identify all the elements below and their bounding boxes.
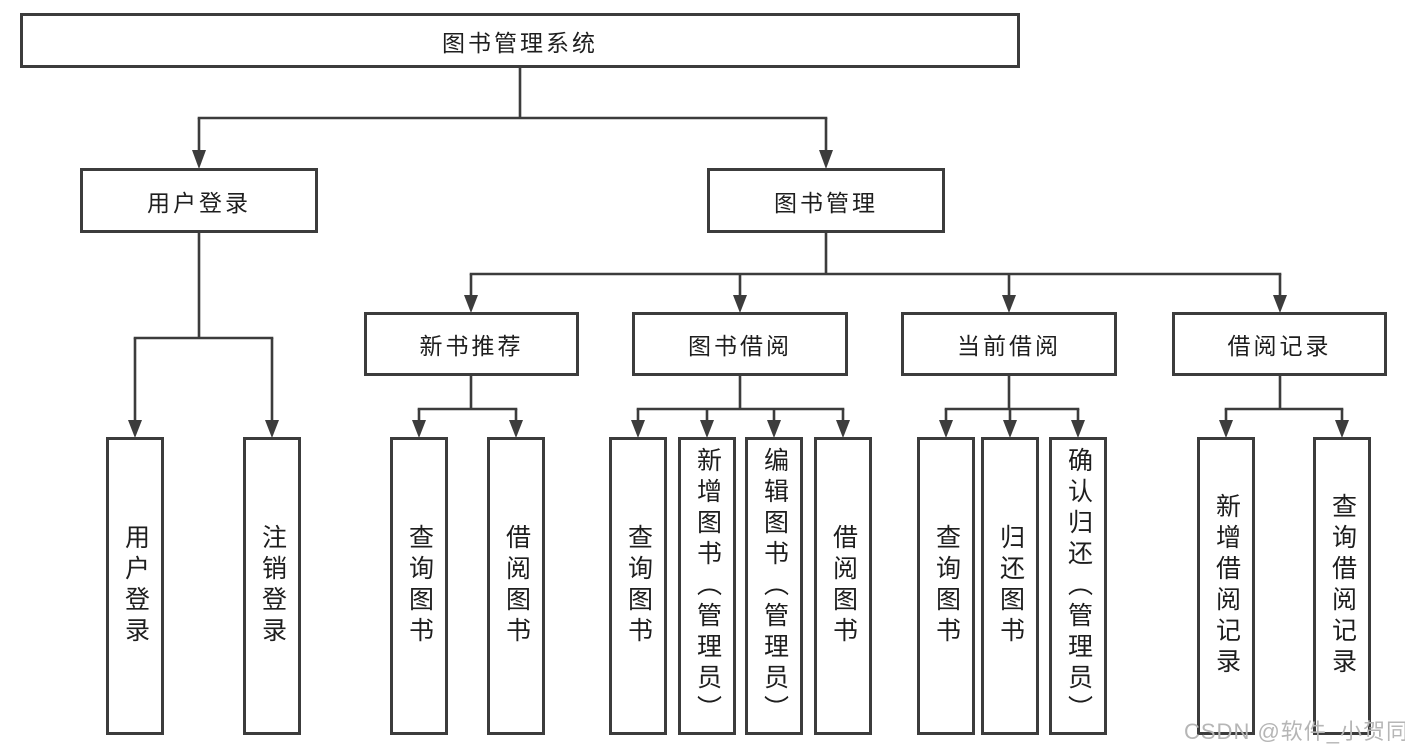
leaf-borrow-books-recommend: 借阅图书	[487, 437, 545, 735]
node-root: 图书管理系统	[20, 13, 1020, 68]
leaf-add-book-admin: 新增图书（管理员）	[678, 437, 736, 735]
node-book-management: 图书管理	[707, 168, 945, 233]
leaf-query-borrow-record: 查询借阅记录	[1313, 437, 1371, 735]
leaf-add-borrow-record: 新增借阅记录	[1197, 437, 1255, 735]
node-user-login: 用户登录	[80, 168, 318, 233]
leaf-return-books: 归还图书	[981, 437, 1039, 735]
leaf-confirm-return-admin: 确认归还（管理员）	[1049, 437, 1107, 735]
node-book-borrowing: 图书借阅	[632, 312, 848, 376]
node-new-book-recommendation: 新书推荐	[364, 312, 579, 376]
node-borrowing-records: 借阅记录	[1172, 312, 1387, 376]
leaf-query-books-current: 查询图书	[917, 437, 975, 735]
arrowhead-icons	[128, 150, 1349, 438]
connector-segments	[133, 67, 1344, 422]
leaf-query-books-borrow: 查询图书	[609, 437, 667, 735]
leaf-user-login: 用户登录	[106, 437, 164, 735]
leaf-borrow-books: 借阅图书	[814, 437, 872, 735]
leaf-query-books-recommend: 查询图书	[390, 437, 448, 735]
leaf-edit-book-admin: 编辑图书（管理员）	[745, 437, 803, 735]
node-current-borrowing: 当前借阅	[901, 312, 1117, 376]
watermark: CSDN @软件_小贺同学	[1184, 719, 1405, 744]
leaf-logout: 注销登录	[243, 437, 301, 735]
